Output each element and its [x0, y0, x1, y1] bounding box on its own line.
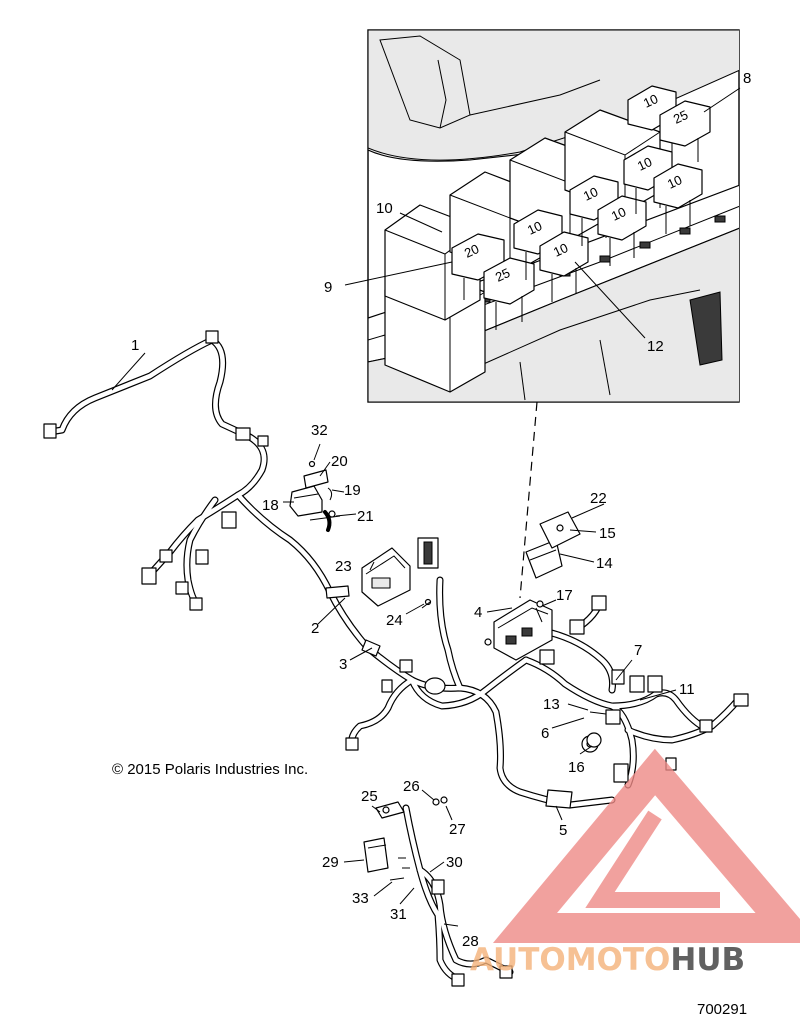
- fuse-label: 10: [641, 91, 660, 111]
- callout-6: 6: [541, 725, 549, 742]
- harness-fuse-box: [493, 599, 553, 661]
- lower-sub-harness: [363, 796, 514, 987]
- callout-1: 1: [131, 337, 139, 354]
- callout-28: 28: [462, 933, 479, 950]
- callout-13: 13: [543, 696, 560, 713]
- callout-15: 15: [599, 525, 616, 542]
- callout-19: 19: [344, 482, 361, 499]
- watermark-text-part1: AUTOMOTO: [470, 942, 670, 978]
- fuse-label: 10: [581, 184, 600, 204]
- callout-8: 8: [743, 70, 751, 87]
- callout-14: 14: [596, 555, 613, 572]
- callout-5: 5: [559, 822, 567, 839]
- callout-2: 2: [311, 620, 319, 637]
- watermark-text-part2: HUB: [670, 942, 745, 978]
- automotohub-watermark: AUTOMOTOHUB: [470, 748, 800, 978]
- callout-10: 10: [376, 200, 393, 217]
- callout-22: 22: [590, 490, 607, 507]
- callout-18: 18: [262, 497, 279, 514]
- callout-30: 30: [446, 854, 463, 871]
- callout-32: 32: [311, 422, 328, 439]
- callout-26: 26: [403, 778, 420, 795]
- diagram-part-number: 700291: [697, 1001, 747, 1018]
- callout-27: 27: [449, 821, 466, 838]
- fuse-label: 10: [525, 218, 544, 238]
- relay-bracket-group: [525, 511, 581, 579]
- callout-labels: 1 2 3 4 5 6 7 8 9 10 11 12 13 14 15 16 1…: [131, 70, 751, 950]
- fuse-label: 25: [493, 265, 512, 285]
- watermark-text: AUTOMOTOHUB: [470, 942, 745, 978]
- callout-4: 4: [474, 604, 482, 621]
- fuse-label: 10: [665, 172, 684, 192]
- callout-9: 9: [324, 279, 332, 296]
- inset-leader-dashed: [519, 401, 538, 599]
- callout-33: 33: [352, 890, 369, 907]
- fuse-label: 20: [462, 241, 481, 261]
- callout-23: 23: [335, 558, 352, 575]
- callout-17: 17: [556, 587, 573, 604]
- fuse-label: 10: [635, 154, 654, 174]
- callout-7: 7: [634, 642, 642, 659]
- fuse-10-f: 10: [653, 163, 703, 234]
- callout-21: 21: [357, 508, 374, 525]
- callout-3: 3: [339, 656, 347, 673]
- callout-12: 12: [647, 338, 664, 355]
- callout-25: 25: [361, 788, 378, 805]
- small-fasteners: [421, 598, 607, 748]
- leader-lines: [111, 352, 677, 927]
- fuse-10-d: 10: [597, 195, 647, 266]
- fuse-10-b: 10: [539, 231, 589, 302]
- callout-31: 31: [390, 906, 407, 923]
- callout-16: 16: [568, 759, 585, 776]
- harness-connectors: [43, 330, 749, 783]
- fuse-25-low: 25: [483, 257, 535, 330]
- copyright-notice: © 2015 Polaris Industries Inc.: [112, 761, 308, 778]
- callout-11: 11: [679, 681, 695, 698]
- callout-29: 29: [322, 854, 339, 871]
- callout-24: 24: [386, 612, 403, 629]
- ecu-module: [361, 547, 411, 607]
- fuse-label: 25: [671, 107, 690, 127]
- fuse-label: 10: [551, 240, 570, 260]
- callout-20: 20: [331, 453, 348, 470]
- fuse-box-inset: 10 25 20 25 10: [344, 29, 741, 403]
- watermark-triangle-logo: [492, 748, 800, 943]
- fuse-label: 10: [609, 204, 628, 224]
- relay-sensor-group: [289, 460, 341, 532]
